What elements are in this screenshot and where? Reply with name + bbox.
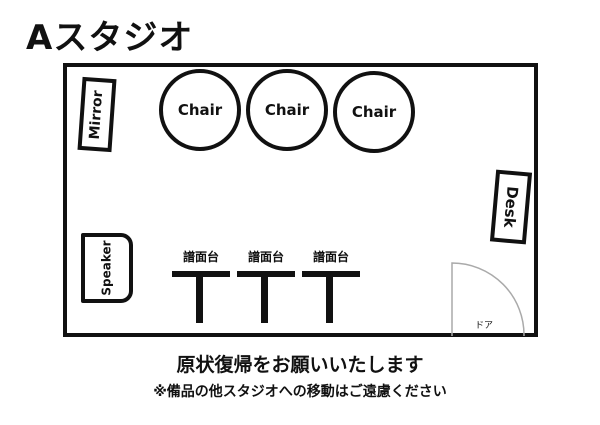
mirror: Mirror xyxy=(77,76,117,153)
restore-notice: 原状復帰をお願いいたします xyxy=(176,354,424,376)
mirror-label: Mirror xyxy=(87,89,107,140)
door-label: ドア xyxy=(475,321,494,331)
stand-top xyxy=(172,271,230,277)
equipment-notice: ※備品の他スタジオへの移動はご遠慮ください xyxy=(153,384,447,400)
music-stand-3: 譜面台 xyxy=(302,248,360,323)
chair-1: Chair xyxy=(159,69,241,151)
music-stand-label: 譜面台 xyxy=(182,250,219,264)
chair-2: Chair xyxy=(246,69,328,151)
music-stand-2: 譜面台 xyxy=(237,248,295,323)
music-stand-label: 譜面台 xyxy=(312,250,349,264)
room-outline xyxy=(63,63,538,337)
stand-stem xyxy=(261,277,268,323)
music-stand-label: 譜面台 xyxy=(247,250,284,264)
desk-label: Desk xyxy=(500,185,522,229)
desk: Desk xyxy=(489,169,533,245)
music-stand-1: 譜面台 xyxy=(172,248,230,323)
door-swing-arc xyxy=(451,262,525,336)
page-title: Aスタジオ xyxy=(26,18,194,58)
speaker-label: Speaker xyxy=(100,240,114,296)
stand-stem xyxy=(196,277,203,323)
speaker: Speaker xyxy=(81,233,133,303)
stand-top xyxy=(302,271,360,277)
stand-stem xyxy=(326,277,333,323)
chair-3: Chair xyxy=(333,71,415,153)
stand-top xyxy=(237,271,295,277)
